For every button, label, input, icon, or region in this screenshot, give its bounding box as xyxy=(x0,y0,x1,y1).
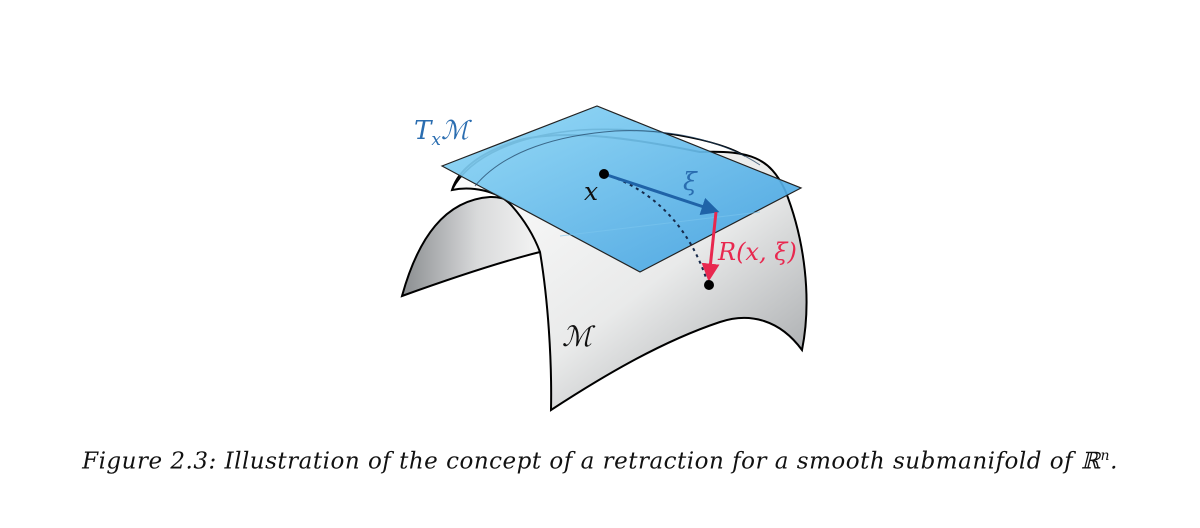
vector-xi-label: ξ xyxy=(683,167,698,196)
retraction-label: R(x, ξ) xyxy=(717,238,797,266)
caption-text: Figure 2.3: Illustration of the concept … xyxy=(82,448,1101,475)
caption-end: . xyxy=(1110,448,1118,475)
retraction-arrow xyxy=(701,211,720,282)
retraction-diagram: Txℳ x ξ R(x, ξ) ℳ xyxy=(400,105,808,412)
manifold-label: ℳ xyxy=(562,320,596,353)
point-x-label: x xyxy=(584,177,598,206)
plane-shading-line xyxy=(559,211,761,237)
ridge-through-plane xyxy=(474,130,761,187)
point-x xyxy=(599,169,609,179)
tangent-vector-xi xyxy=(603,172,720,216)
tangent-space-label: Txℳ xyxy=(414,116,472,150)
caption-superscript: n xyxy=(1100,448,1111,464)
figure-caption: Figure 2.3: Illustration of the concept … xyxy=(0,448,1200,475)
retracted-point xyxy=(704,280,714,290)
